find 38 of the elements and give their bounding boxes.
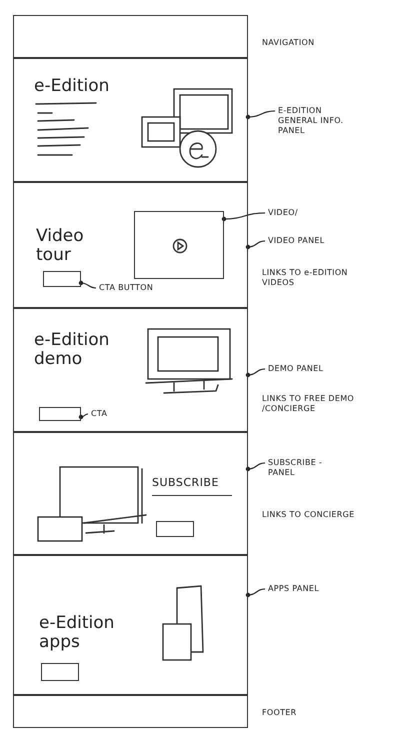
annotation-label: LINKS TO e-EDITION VIDEOS <box>262 268 349 288</box>
content-panel <box>13 58 248 182</box>
leader-line <box>246 588 266 598</box>
cta-button-sketch <box>43 271 81 287</box>
leader-line <box>78 280 96 289</box>
annotation-label: VIDEO PANEL <box>268 236 328 260</box>
leader-line <box>246 462 266 472</box>
panel-heading: SUBSCRIBE <box>152 473 232 496</box>
annotation-label: FOOTER <box>262 708 298 718</box>
annotation-label: VIDEO/ <box>268 208 318 220</box>
leader-line <box>246 110 276 120</box>
video-frame <box>134 211 224 279</box>
leader-line <box>246 368 266 378</box>
leader-line <box>78 413 88 420</box>
cta-button-sketch <box>156 521 194 537</box>
content-panel <box>13 432 248 555</box>
cta-button-sketch <box>41 663 79 681</box>
panel-heading: Video tour <box>36 227 85 265</box>
annotation-label: CTA BUTTON <box>99 283 171 295</box>
annotation-label: LINKS TO CONCIERGE <box>262 510 356 520</box>
leader-line <box>246 240 266 250</box>
annotation-label: SUBSCRIBE - PANEL <box>268 458 343 482</box>
content-panel <box>13 182 248 308</box>
panel-heading: e-Edition demo <box>34 331 110 369</box>
cta-button-sketch <box>39 407 81 421</box>
annotation-label: CTA <box>91 409 117 421</box>
content-panel <box>13 555 248 695</box>
annotation-label: E-EDITION GENERAL INFO. PANEL <box>278 106 358 156</box>
footer-band <box>13 695 248 728</box>
panel-heading: e-Edition <box>34 77 110 96</box>
panel-heading: e-Edition apps <box>39 614 116 652</box>
leader-line <box>222 212 266 222</box>
annotation-label: LINKS TO FREE DEMO /CONCIERGE <box>262 394 356 414</box>
annotation-label: DEMO PANEL <box>268 364 348 376</box>
annotation-label: NAVIGATION <box>262 38 316 48</box>
navigation-band <box>13 15 248 58</box>
content-panel <box>13 308 248 432</box>
annotation-label: APPS PANEL <box>268 584 348 596</box>
